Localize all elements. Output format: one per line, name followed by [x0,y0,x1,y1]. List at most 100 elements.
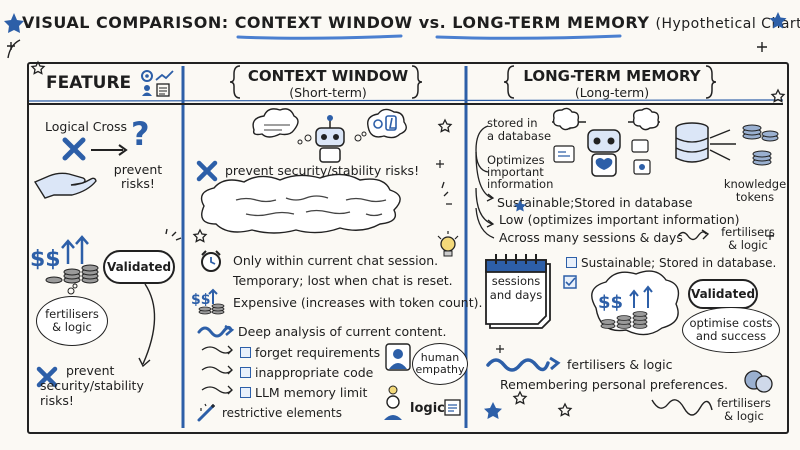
context-item-1: Only within current chat session. [233,253,439,268]
context-subheading: (Short-term) [289,85,367,100]
star-icon [4,13,24,33]
person-icon [385,343,411,371]
lightbulb-icon [437,231,459,257]
star-icon [512,390,528,405]
star-icon [484,402,502,419]
wave-arrow-icon [677,229,710,241]
fertilisers-cloud: fertilisers & logic [36,296,108,346]
wave-arrow-icon [197,324,235,338]
coin-stack-icon [742,124,779,142]
page-title: VISUAL COMPARISON: CONTEXT WINDOW vs. LO… [22,13,800,32]
document-icon [444,399,461,416]
title-underline-left [236,34,403,40]
title-context-window: CONTEXT WINDOW [234,13,413,32]
star-icon [769,12,787,29]
cross-icon [62,137,86,161]
scribble-cloud [200,173,452,234]
validated-badge: Validated [103,250,175,284]
feature-heading: FEATURE [46,73,132,93]
feature-thought-links [67,283,156,368]
knowledge-tokens-label: knowledge tokens [723,177,787,204]
logical-cross-diagram [33,137,128,199]
hand-icon [33,172,97,199]
title-prefix: VISUAL COMPARISON: [22,13,229,32]
checklist-item-1-label: forget requirements [255,345,381,360]
star-icon [770,88,786,103]
context-heading: CONTEXT WINDOW [247,67,409,85]
question-mark-icon: ? [131,115,150,153]
star-icon [192,228,208,243]
logic-label: logic [410,401,445,416]
checkbox-icon [240,367,251,378]
prevent-risks-label: prevent risks! [113,162,163,191]
robot-brain-illustration [552,107,660,177]
wave-arrow-icon [486,356,561,372]
star-icon [30,60,46,75]
prevent-security-text: prevent security/stability risks! [40,363,144,408]
cross-icon [196,160,218,182]
fertilisers-mid-label: fertilisers & logic [567,357,673,372]
sparkle-icon [766,232,774,240]
database-tokens-illustration [675,122,779,166]
deep-analysis-label: Deep analysis of current content. [238,324,447,339]
robot-thinking-illustration [252,108,407,163]
title-decorations [4,12,787,59]
memory-line-1: Sustainable;Stored in database [497,195,693,210]
context-item-3: Expensive (increases with token count). [233,295,483,310]
star-icon [437,118,453,133]
context-heading-braces [229,65,423,99]
sustainable-check-item: Sustainable; Stored in database. [566,256,776,270]
robot-icon [315,115,345,163]
magic-wand-icon [197,403,215,422]
settings-chart-icon [141,70,174,97]
fertilisers-bottom-label: fertilisers & logic [717,396,771,423]
checklist-item-3: LLM memory limit [240,386,367,400]
title-suffix: (Hypothetical Chart) [655,16,800,32]
stored-in-database-label: stored in a database [487,116,552,143]
restrictive-elements-label: restrictive elements [222,406,342,420]
memory-line-3: Across many sessions & days [499,230,683,245]
sparkle-icon [496,345,504,353]
checkbox-icon [240,347,251,358]
squiggle-arrow [651,399,713,416]
robot-icon [587,129,621,177]
star-icon [514,200,526,212]
calendar-icon [485,254,551,329]
sustainable-check-label: Sustainable; Stored in database. [581,256,777,270]
context-headline: prevent security/stability risks! [225,163,420,178]
coins-icon [744,370,773,393]
money-icon: $$ [191,288,225,315]
memory-heading: LONG-TERM MEMORY [523,67,701,85]
title-underline-right [435,34,622,40]
checklist-item-1: forget requirements [240,346,380,360]
sparkle-icon [436,160,444,168]
comparison-frame [27,62,789,434]
svg-text:$$: $$ [30,247,61,272]
curl-doodle [7,39,21,59]
thought-cloud-icon [252,108,407,139]
logical-cross-label: Logical Cross [45,119,128,134]
cross-icon [36,366,58,388]
svg-text:$$: $$ [598,292,623,313]
checkbox-icon [563,275,577,289]
svg-text:$$: $$ [191,292,210,308]
memory-bracket-lines [475,125,495,239]
title-long-term-memory: LONG-TERM MEMORY [452,13,650,32]
prevent-security-label: prevent security/stability risks! [40,363,180,408]
checkbox-icon [566,257,577,268]
fertilisers-right-label: fertilisers & logic [721,225,775,252]
memory-money-cloud: $$ [591,270,680,336]
alarm-clock-icon [201,250,221,272]
memory-validated-badge: Validated [688,279,758,309]
calendar-label: sessions and days [489,274,543,302]
memory-subheading: (Long-term) [574,85,650,100]
title-vs: vs. [418,13,447,32]
money-growth-icon: $$ [30,228,182,284]
optimise-costs-bubble: optimise costs and success [682,307,780,353]
thinking-person-icon [384,385,402,420]
checklist-item-2-label: inappropriate code [255,365,374,380]
remembering-preferences-label: Remembering personal preferences. [500,377,728,392]
checklist-item-3-label: LLM memory limit [255,385,368,400]
context-item-2: Temporary; lost when chat is reset. [233,273,453,288]
